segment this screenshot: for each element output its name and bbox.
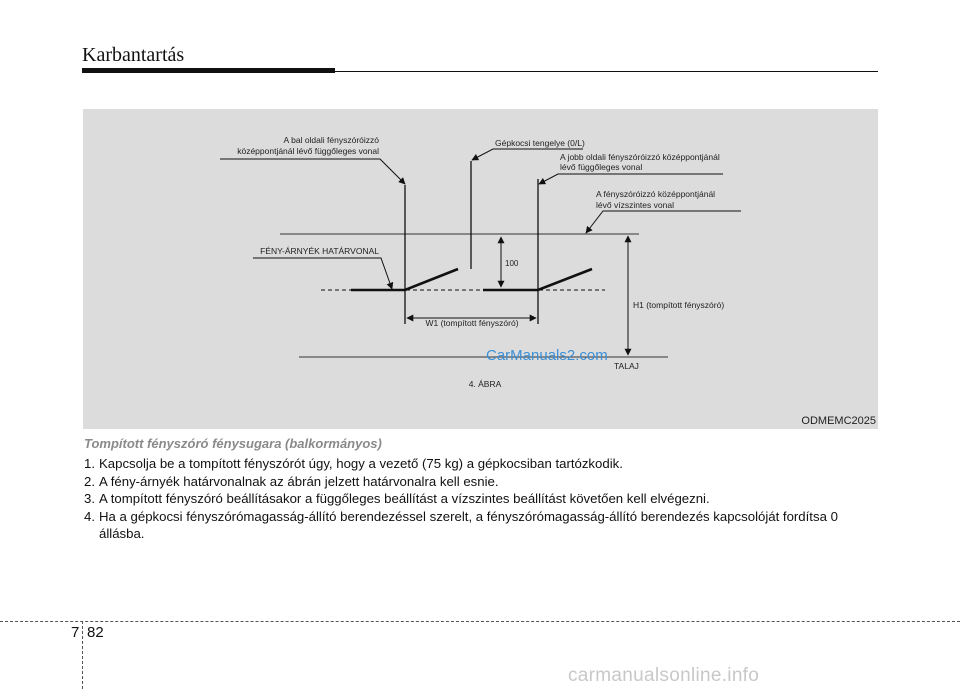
section-title: Tompított fényszóró fénysugara (balkormá… — [84, 436, 382, 451]
step-number: 1. — [84, 456, 95, 471]
w1-label: W1 (tompított fényszóró) — [425, 318, 518, 328]
step-text: A tompított fényszóró beállításakor a fü… — [99, 491, 710, 507]
instruction-step: 1. Kapcsolja be a tompított fényszórót úg… — [84, 455, 880, 473]
h1-label: H1 (tompított fényszóró) — [633, 300, 724, 310]
horizontal-label-line1: A fényszóróizzó középpontjánál — [596, 189, 715, 199]
right-vertical-label-line2: lévő függőleges vonal — [560, 162, 642, 172]
left-vertical-leader — [220, 158, 406, 185]
step-number: 3. — [84, 491, 95, 507]
headlight-aiming-diagram: 100 W1 (tompított fényszóró) H1 (tompíto… — [83, 109, 878, 429]
figure-caption: 4. ÁBRA — [469, 379, 502, 389]
step-text: A fény-árnyék határvonalnak az ábrán jel… — [99, 473, 499, 489]
step-number: 2. — [84, 473, 95, 489]
left-vertical-label-line2: középpontjánál lévő függőleges vonal — [237, 146, 379, 156]
right-vertical-label-line1: A jobb oldali fényszóróizzó középpontján… — [560, 152, 720, 162]
instruction-list: 1. Kapcsolja be a tompított fényszórót úg… — [84, 455, 880, 543]
instruction-step: 3.A tompított fényszóró beállításakor a … — [84, 490, 880, 508]
step-text: Ha a gépkocsi fényszórómagasság-állító b… — [99, 508, 838, 542]
header-rule-thick — [82, 68, 335, 73]
diagram-svg: 100 W1 (tompított fényszóró) H1 (tompíto… — [220, 135, 741, 389]
axle-label: Gépkocsi tengelye (0/L) — [495, 138, 585, 148]
right-cutoff-pattern — [483, 267, 593, 292]
cutoff-label: FÉNY-ÁRNYÉK HATÁRVONAL — [260, 246, 379, 256]
header-rule-thin — [335, 71, 878, 72]
step-text: Kapcsolja be a tompított fényszórót úgy,… — [99, 456, 623, 471]
horizontal-label-line2: lévő vízszintes vonal — [596, 200, 674, 210]
measure-100-label: 100 — [505, 259, 519, 268]
figure-code: ODMEMC2025 — [801, 415, 876, 427]
chapter-title: Karbantartás — [82, 44, 185, 66]
ground-label: TALAJ — [614, 361, 639, 371]
footer-dashed-divider — [82, 621, 83, 689]
instruction-step: 4.Ha a gépkocsi fényszórómagasság-állító… — [84, 508, 880, 543]
right-vertical-leader — [538, 173, 723, 185]
overlay-watermark: CarManuals2.com — [486, 347, 608, 364]
instruction-step: 2.A fény-árnyék határvonalnak az ábrán j… — [84, 473, 880, 491]
axle-leader — [471, 148, 583, 161]
page-number: 82 — [87, 624, 104, 641]
left-cutoff-pattern — [351, 267, 459, 292]
horizontal-leader — [585, 210, 741, 234]
chapter-number: 7 — [71, 624, 80, 641]
footer-dashed-rule — [0, 621, 960, 622]
step-number: 4. — [84, 508, 95, 524]
cutoff-leader — [253, 257, 394, 290]
page-watermark: carmanualsonline.info — [568, 665, 760, 686]
left-vertical-label-line1: A bal oldali fényszóróizzó — [284, 135, 380, 145]
